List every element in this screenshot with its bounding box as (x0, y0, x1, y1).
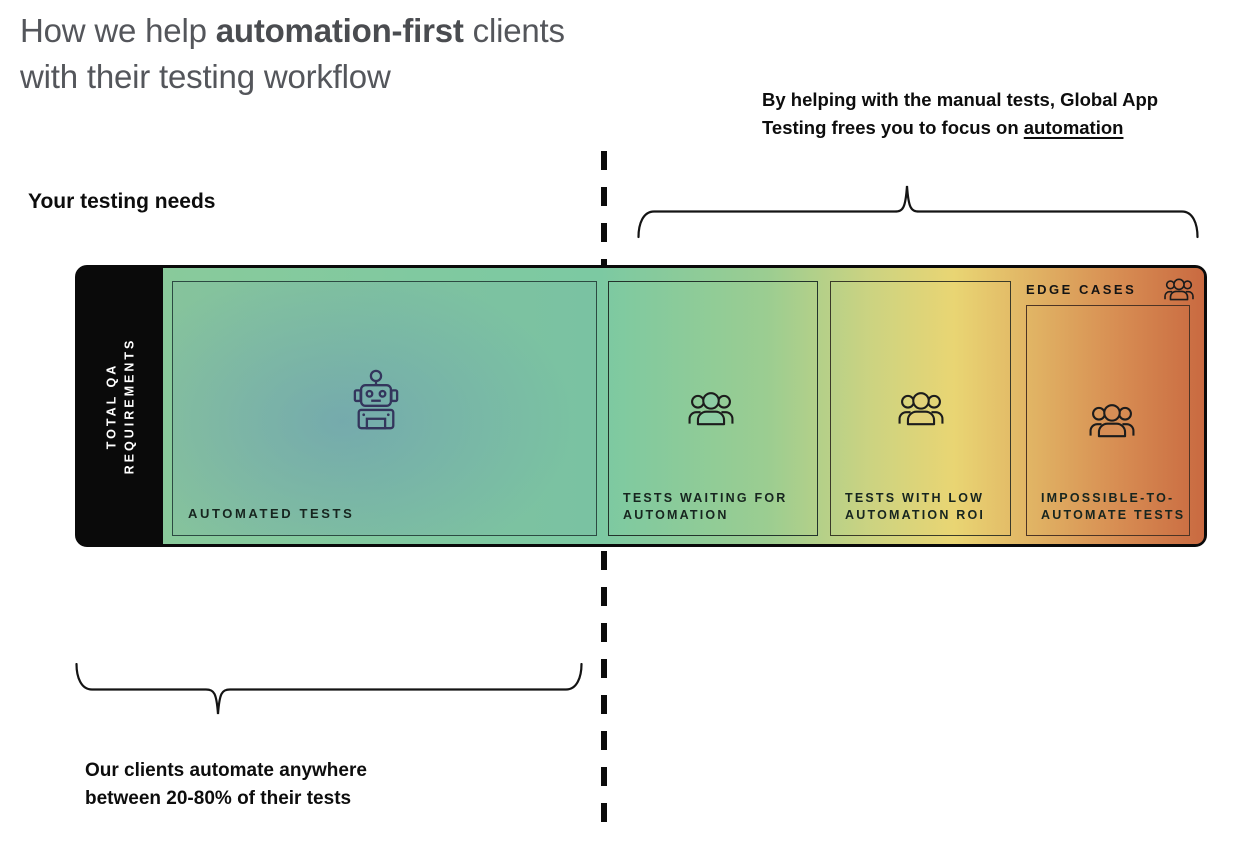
title-prefix: How we help (20, 12, 216, 49)
bottom-note-line1: Our clients automate anywhere (85, 760, 367, 781)
dashed-divider-top (601, 151, 607, 265)
robot-icon (353, 369, 399, 430)
automated-tests-brace (75, 663, 583, 715)
segment-label-line: AUTOMATION (623, 508, 729, 522)
total-qa-line1: TOTAL QA (104, 362, 119, 450)
people-icon (1164, 278, 1194, 301)
people-icon (898, 392, 944, 426)
note-line2-prefix: Testing frees you to focus on (762, 116, 1024, 138)
segment-automated-tests: AUTOMATED TESTS (172, 281, 597, 536)
manual-tests-brace (637, 185, 1199, 239)
automation-link[interactable]: automation (1023, 116, 1124, 138)
segment-label-low-roi: TESTS WITH LOW AUTOMATION ROI (845, 490, 985, 524)
title-bold: automation-first (215, 12, 464, 49)
total-qa-label: TOTAL QA REQUIREMENTS (103, 338, 139, 475)
segment-label-line: AUTOMATE TESTS (1041, 508, 1186, 522)
segment-tests-waiting: TESTS WAITING FOR AUTOMATION (608, 281, 818, 536)
segment-label-line: AUTOMATION ROI (845, 508, 986, 522)
segment-label-line: IMPOSSIBLE-TO- (1041, 491, 1175, 505)
title-line2: with their testing workflow (20, 58, 391, 95)
segment-label-impossible: IMPOSSIBLE-TO- AUTOMATE TESTS (1041, 490, 1185, 524)
qa-gradient-track: AUTOMATED TESTS TESTS WAITING FO (163, 268, 1204, 544)
edge-cases-row: EDGE CASES (1026, 276, 1194, 302)
segment-low-roi: TESTS WITH LOW AUTOMATION ROI (830, 281, 1011, 536)
manual-tests-note: By helping with the manual tests, Global… (762, 86, 1158, 141)
total-qa-line2: REQUIREMENTS (122, 337, 137, 475)
clients-automate-note: Our clients automate anywhere between 20… (85, 757, 367, 813)
segment-impossible: IMPOSSIBLE-TO- AUTOMATE TESTS (1026, 305, 1190, 536)
segment-label-line: TESTS WITH LOW (845, 491, 985, 505)
title-suffix: clients (463, 12, 565, 49)
qa-bar-inner: TOTAL QA REQUIREMENTS (78, 268, 1204, 544)
segment-label-automated-tests: AUTOMATED TESTS (188, 505, 354, 522)
dashed-divider-bottom (601, 551, 607, 839)
note-line1: By helping with the manual tests, Global… (762, 89, 1159, 110)
people-icon (1089, 404, 1135, 438)
segment-label-tests-waiting: TESTS WAITING FOR AUTOMATION (623, 490, 787, 524)
edge-cases-label: EDGE CASES (1026, 281, 1137, 297)
segment-label-line: AUTOMATED TESTS (188, 506, 355, 521)
total-qa-cap: TOTAL QA REQUIREMENTS (78, 268, 163, 544)
page-title: How we help automation-first clients wit… (20, 8, 565, 100)
qa-requirements-bar: TOTAL QA REQUIREMENTS (75, 265, 1207, 547)
segment-label-line: TESTS WAITING FOR (623, 491, 788, 505)
people-icon (688, 392, 734, 426)
testing-needs-heading: Your testing needs (28, 190, 216, 213)
bottom-note-line2: between 20-80% of their tests (85, 788, 352, 809)
